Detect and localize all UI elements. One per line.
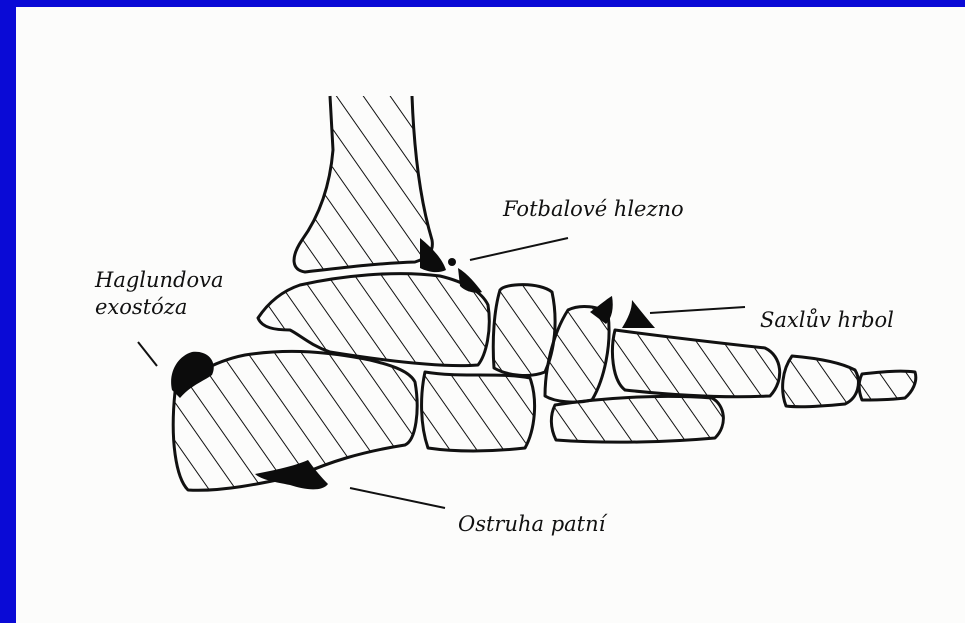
label-haglundova-line1: Haglundova xyxy=(94,268,224,292)
footballers-ankle-particle xyxy=(448,258,456,266)
navicular-bone xyxy=(493,285,555,376)
saxluv-hrbol-pointer xyxy=(650,307,745,313)
label-haglundova-line2: exostóza xyxy=(95,295,187,319)
lateral-metatarsal-bone xyxy=(551,396,723,442)
label-ostruha-patni: Ostruha patní xyxy=(458,512,608,536)
distal-phalanx-bone xyxy=(859,371,916,400)
saxl-hump-mark-right xyxy=(622,300,655,328)
haglundova-pointer xyxy=(138,342,157,366)
first-metatarsal-bone xyxy=(612,330,779,397)
label-saxluv-hrbol: Saxlův hrbol xyxy=(760,308,894,332)
cuboid-bone xyxy=(422,372,535,451)
ostruha-patni-pointer xyxy=(350,488,445,508)
tibia-bone xyxy=(294,96,432,272)
label-fotbalove-hlezno: Fotbalové hlezno xyxy=(502,197,684,221)
fotbalove-hlezno-pointer xyxy=(470,238,568,260)
proximal-phalanx-bone xyxy=(783,356,859,407)
